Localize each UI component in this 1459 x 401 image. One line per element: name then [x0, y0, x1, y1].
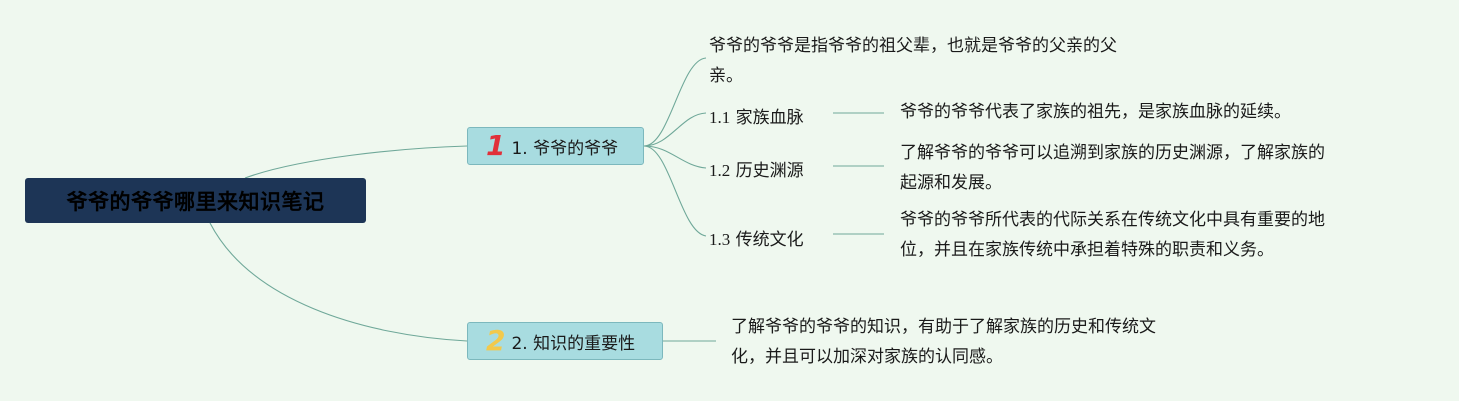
branch-2-label: 2. 知识的重要性	[511, 333, 636, 354]
branch-2-detail-line-1: 了解爷爷的爷爷的知识，有助于了解家族的历史和传统文	[731, 317, 1156, 337]
subtopic-1-2-title: 历史渊源	[735, 161, 804, 181]
branch-topic-1[interactable]: 1 1. 爷爷的爷爷	[467, 127, 644, 165]
root-topic[interactable]: 爷爷的爷爷哪里来知识笔记	[25, 178, 366, 223]
connector-root-to-branch-2	[209, 222, 468, 342]
priority-1-icon: 1	[486, 129, 506, 162]
root-title: 爷爷的爷爷哪里来知识笔记	[66, 189, 325, 214]
branch-2-detail: 了解爷爷的爷爷的知识，有助于了解家族的历史和传统文 化，并且可以加深对家族的认同…	[731, 312, 1251, 372]
priority-2-icon: 2	[486, 324, 506, 357]
subtopic-1-3-title: 传统文化	[735, 230, 804, 250]
connector-branch-1-to-summary	[643, 57, 707, 147]
subtopic-1-1-detail: 爷爷的爷爷代表了家族的祖先，是家族血脉的延续。	[900, 97, 1420, 127]
connector-branch-1-to-1-3	[643, 145, 707, 237]
connector-branch-1-to-1-1	[643, 112, 707, 147]
subtopic-1-2-number: 1.2	[709, 161, 731, 180]
subtopic-1-1-detail-line-1: 爷爷的爷爷代表了家族的祖先，是家族血脉的延续。	[900, 102, 1291, 122]
subtopic-1-1-title: 家族血脉	[735, 108, 804, 128]
subtopic-1-2-detail-line-2: 起源和发展。	[900, 173, 1002, 193]
branch-topic-2[interactable]: 2 2. 知识的重要性	[467, 322, 663, 360]
subtopic-1-3-detail-line-1: 爷爷的爷爷所代表的代际关系在传统文化中具有重要的地	[900, 210, 1325, 230]
connector-root-to-branch-1	[244, 145, 468, 179]
branch-1-summary-line-1: 爷爷的爷爷是指爷爷的祖父辈，也就是爷爷的父亲的父	[709, 36, 1117, 56]
branch-1-summary: 爷爷的爷爷是指爷爷的祖父辈，也就是爷爷的父亲的父 亲。	[709, 31, 1209, 91]
subtopic-1-1[interactable]: 1.1 家族血脉	[709, 103, 804, 128]
subtopic-1-2-detail-line-1: 了解爷爷的爷爷可以追溯到家族的历史渊源，了解家族的	[900, 143, 1325, 163]
branch-1-label: 1. 爷爷的爷爷	[511, 138, 619, 159]
subtopic-1-2[interactable]: 1.2 历史渊源	[709, 156, 804, 181]
connector-branch-1-to-1-2	[643, 145, 707, 169]
subtopic-1-1-number: 1.1	[709, 108, 731, 127]
branch-2-detail-line-2: 化，并且可以加深对家族的认同感。	[731, 347, 1003, 367]
subtopic-1-3[interactable]: 1.3 传统文化	[709, 225, 804, 250]
subtopic-1-3-detail-line-2: 位，并且在家族传统中承担着特殊的职责和义务。	[900, 240, 1274, 260]
branch-1-summary-line-2: 亲。	[709, 66, 743, 86]
subtopic-1-3-detail: 爷爷的爷爷所代表的代际关系在传统文化中具有重要的地 位，并且在家族传统中承担着特…	[900, 205, 1420, 265]
subtopic-1-3-number: 1.3	[709, 230, 731, 249]
subtopic-1-2-detail: 了解爷爷的爷爷可以追溯到家族的历史渊源，了解家族的 起源和发展。	[900, 138, 1420, 198]
